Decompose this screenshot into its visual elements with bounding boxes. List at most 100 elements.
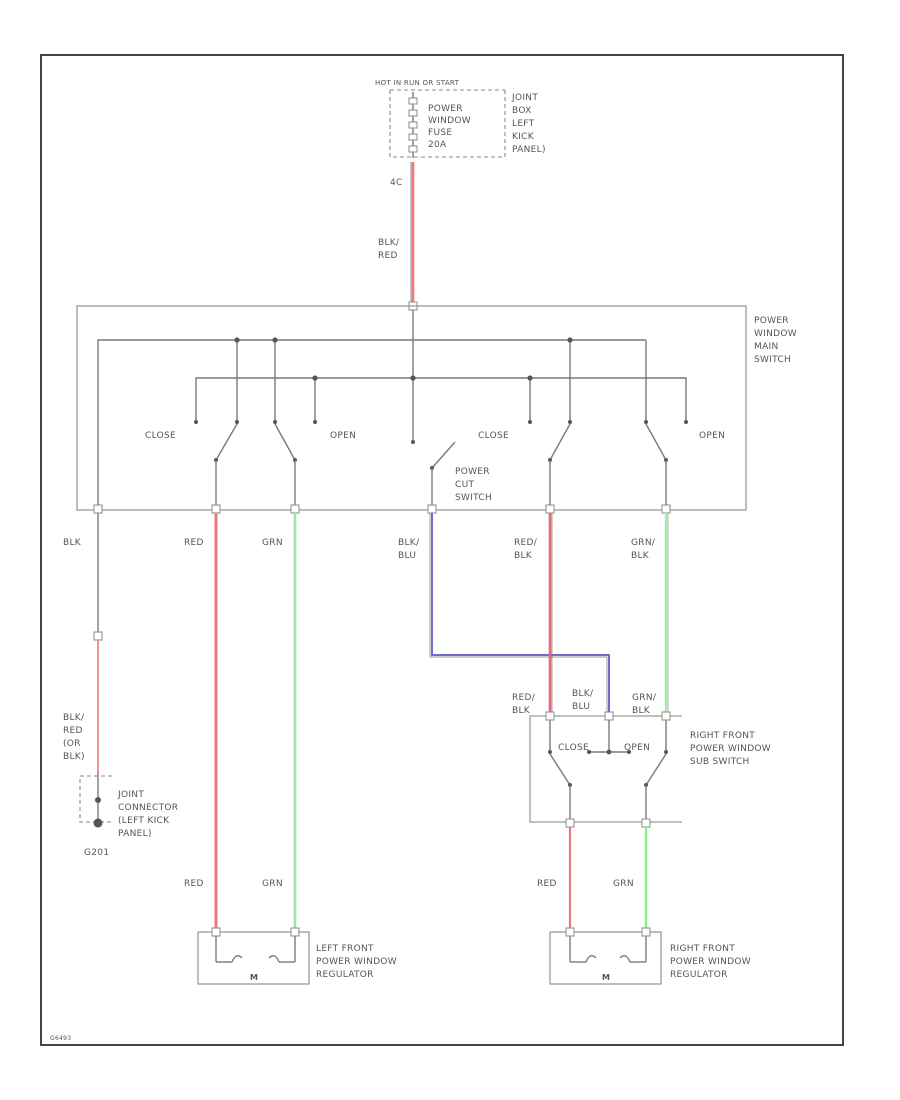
wire-label: GRN/ [632, 693, 657, 703]
sub-switch-box [529, 715, 682, 823]
fuse-terminal [408, 121, 418, 129]
wire-label: BLK [631, 551, 650, 561]
switch-arm [549, 423, 571, 461]
junction [606, 749, 612, 755]
contact [235, 420, 239, 424]
switch-arm [645, 423, 667, 461]
wire-label: BLK [514, 551, 533, 561]
ground-joint [95, 797, 101, 803]
motor-coil [268, 955, 280, 963]
right-front-regulator: M RIGHT FRONT POWER WINDOW REGULATOR [549, 927, 751, 985]
sub-switch-name-line: POWER WINDOW [690, 744, 771, 754]
fuse-terminal-label: 4C [390, 178, 403, 188]
sub-label-open: OPEN [624, 743, 650, 753]
wire-label: BLK [632, 706, 651, 716]
right-regulator-name-line: RIGHT FRONT [670, 944, 735, 954]
contact [627, 750, 631, 754]
fuse-terminal [408, 97, 418, 105]
motor-icon: M [602, 973, 610, 982]
label-open-left: OPEN [330, 431, 356, 441]
contact [194, 420, 198, 424]
contact [548, 750, 552, 754]
wire-label: GRN [613, 879, 634, 889]
main-switch-terminal [211, 504, 221, 514]
wire-label: BLK/ [398, 538, 420, 548]
wire-label: GRN/ [631, 538, 656, 548]
ground-bus [97, 339, 646, 508]
right-regulator-box [549, 931, 662, 985]
contact [644, 420, 648, 424]
main-switch-terminal [661, 504, 671, 514]
right-front-sub-switch: RED/ BLK BLK/ BLU GRN/ BLK CLOSE OPEN RI… [512, 689, 771, 828]
cut-switch-name-line: POWER [455, 467, 490, 477]
wire-label: RED [184, 879, 204, 889]
fuse-terminal [408, 145, 418, 153]
wire-blk-blu-tracer [429, 513, 608, 716]
wire-label: GRN [262, 879, 283, 889]
ground-wire-label: BLK) [63, 752, 85, 762]
joint-connector-line: CONNECTOR [118, 803, 178, 813]
ground-wire-label: (OR [63, 739, 81, 749]
main-switch-name-line: MAIN [754, 342, 779, 352]
label-close-right: CLOSE [478, 431, 509, 441]
label-close-left: CLOSE [145, 431, 176, 441]
sub-switch-arm [549, 753, 571, 786]
cut-switch-name-line: SWITCH [455, 493, 492, 503]
main-switch-name-line: WINDOW [754, 329, 797, 339]
switch-arm [274, 423, 296, 461]
fuse-terminal [408, 133, 418, 141]
regulator-terminal [565, 927, 575, 937]
main-switch-terminal [290, 504, 300, 514]
left-regulator-name-line: REGULATOR [316, 970, 374, 980]
sub-switch-terminal [545, 711, 555, 721]
ground-wire-label: RED [63, 726, 83, 736]
inline-connector [93, 631, 103, 641]
main-switch-name-line: POWER [754, 316, 789, 326]
left-regulator-name-line: POWER WINDOW [316, 957, 397, 967]
wire-label: BLU [572, 702, 590, 712]
fuse-location-line: LEFT [512, 119, 535, 129]
contact [684, 420, 688, 424]
joint-connector-line: PANEL) [118, 829, 152, 839]
regulator-terminal [290, 927, 300, 937]
motor-coil [231, 955, 243, 963]
cut-switch-arm [431, 441, 456, 469]
sub-switch-name-line: RIGHT FRONT [690, 731, 755, 741]
power-bus [195, 377, 687, 420]
wire-label: BLK/ [378, 238, 400, 248]
regulator-terminal [641, 927, 651, 937]
main-switch-name-line: SWITCH [754, 355, 791, 365]
wire-label: RED/ [512, 693, 536, 703]
sub-switch-name-line: SUB SWITCH [690, 757, 750, 767]
fuse-terminal [408, 109, 418, 117]
motor-icon: M [250, 973, 258, 982]
regulator-terminal [211, 927, 221, 937]
left-regulator-name-line: LEFT FRONT [316, 944, 374, 954]
sub-switch-terminal [604, 711, 614, 721]
sub-switch-terminal [641, 818, 651, 828]
main-switch-terminal [93, 504, 103, 514]
contact [528, 420, 532, 424]
contact [664, 750, 668, 754]
main-switch-terminal [545, 504, 555, 514]
wire-label: RED [537, 879, 557, 889]
joint-connector-line: (LEFT KICK [118, 816, 170, 826]
right-regulator-name-line: REGULATOR [670, 970, 728, 980]
fuse-name-line: WINDOW [428, 116, 471, 126]
contact [313, 420, 317, 424]
figure-id: G6493 [50, 1035, 71, 1042]
contact [587, 750, 591, 754]
right-regulator-name-line: POWER WINDOW [670, 957, 751, 967]
cut-contact [411, 440, 415, 444]
ground-point-icon [93, 818, 103, 828]
label-open-right: OPEN [699, 431, 725, 441]
wire-label: GRN [262, 538, 283, 548]
junction [312, 375, 318, 381]
cut-switch-name-line: CUT [455, 480, 474, 490]
left-front-regulator: M LEFT FRONT POWER WINDOW REGULATOR [197, 927, 397, 985]
junction [234, 337, 240, 343]
wire-label: BLK [63, 538, 82, 548]
power-window-main-switch: POWER WINDOW MAIN SWITCH [76, 305, 797, 514]
fuse-supply-label: HOT IN RUN OR START [375, 79, 460, 87]
sub-switch-terminal [661, 711, 671, 721]
